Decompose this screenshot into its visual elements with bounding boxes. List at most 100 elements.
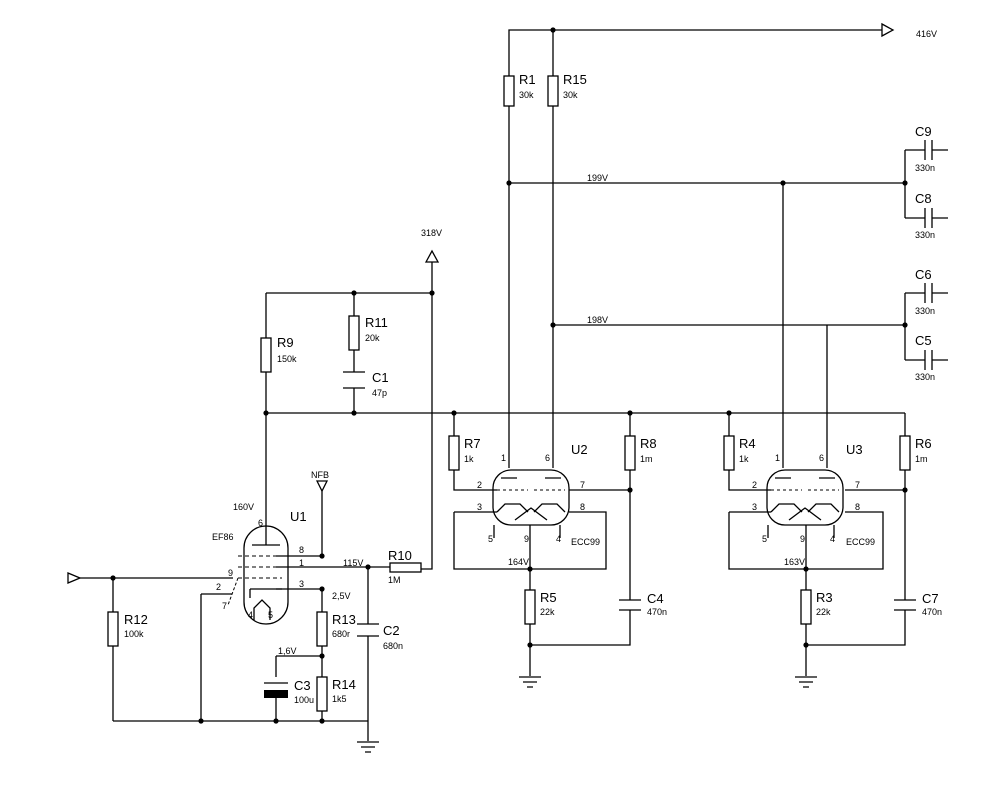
r4-ref: R4 (739, 436, 756, 451)
r8-ref: R8 (640, 436, 657, 451)
u1-pin: 6 (258, 518, 263, 528)
capacitor-c3 (264, 682, 288, 698)
r5-ref: R5 (540, 590, 557, 605)
r15-ref: R15 (563, 72, 587, 87)
u3-pin: 5 (762, 534, 767, 544)
u2-pin: 4 (556, 534, 561, 544)
resistor-r14 (316, 676, 328, 712)
c4-ref: C4 (647, 591, 664, 606)
resistor-r5 (524, 589, 536, 625)
net-label-416v: 416V (916, 29, 937, 39)
r13-value: 680r (332, 629, 350, 639)
capacitor-c8 (918, 208, 933, 228)
r9-ref: R9 (277, 335, 294, 350)
net-label-318v: 318V (421, 228, 442, 238)
c5-ref: C5 (915, 333, 932, 348)
u1-pin: 8 (299, 545, 304, 555)
u2-pin: 3 (477, 502, 482, 512)
u2-pin: 7 (580, 480, 585, 490)
resistor-r9 (260, 337, 272, 373)
capacitor-c1 (343, 371, 365, 389)
r1-value: 30k (519, 90, 534, 100)
r1-ref: R1 (519, 72, 536, 87)
u3-pin: 7 (855, 480, 860, 490)
u2-pin: 1 (501, 453, 506, 463)
r12-value: 100k (124, 629, 144, 639)
c2-ref: C2 (383, 623, 400, 638)
resistor-r7 (448, 435, 460, 471)
u2-pin: 2 (477, 480, 482, 490)
u1-pin: 9 (228, 568, 233, 578)
u1-pin: 1 (299, 558, 304, 568)
r10-ref: R10 (388, 548, 412, 563)
u2-pin: 8 (580, 502, 585, 512)
capacitor-c7 (894, 599, 916, 611)
nfb-arrow-icon (315, 480, 329, 493)
c3-value: 100u (294, 695, 314, 705)
u1-type: EF86 (212, 532, 234, 542)
supply-318v-arrow-icon (424, 249, 440, 263)
u2-ref: U2 (571, 442, 588, 457)
c5-value: 330n (915, 372, 935, 382)
net-label-199v: 199V (587, 173, 608, 183)
resistor-r3 (800, 589, 812, 625)
supply-416v-arrow-icon (881, 22, 895, 38)
u2-type: ECC99 (571, 537, 600, 547)
resistor-r12 (107, 611, 119, 647)
net-label-1-6v: 1,6V (278, 646, 297, 656)
tube-u1-pentode (227, 525, 289, 625)
u3-type: ECC99 (846, 537, 875, 547)
ground-icon (795, 676, 817, 688)
c4-value: 470n (647, 607, 667, 617)
r14-value: 1k5 (332, 694, 347, 704)
resistor-r11 (348, 315, 360, 351)
u2-pin: 9 (524, 534, 529, 544)
u3-ref: U3 (846, 442, 863, 457)
net-label-163v: 163V (784, 557, 805, 567)
wires (80, 29, 948, 741)
r3-value: 22k (816, 607, 831, 617)
c6-value: 330n (915, 306, 935, 316)
u1-pin: 3 (299, 579, 304, 589)
r14-ref: R14 (332, 677, 356, 692)
net-label-198v: 198V (587, 315, 608, 325)
c9-ref: C9 (915, 124, 932, 139)
u1-pin: 2 (216, 582, 221, 592)
c6-ref: C6 (915, 267, 932, 282)
capacitor-c5 (918, 350, 933, 370)
c9-value: 330n (915, 163, 935, 173)
u1-pin: 4 (248, 610, 253, 620)
u3-pin: 1 (775, 453, 780, 463)
net-label-164v: 164V (508, 557, 529, 567)
net-label-160v: 160V (233, 502, 254, 512)
r9-value: 150k (277, 354, 297, 364)
capacitor-c4 (619, 599, 641, 611)
u3-pin: 4 (830, 534, 835, 544)
u3-pin: 8 (855, 502, 860, 512)
r4-value: 1k (739, 454, 749, 464)
resistor-r8 (624, 435, 636, 471)
ground-icon (357, 741, 379, 753)
tube-u2-double-triode (492, 469, 570, 526)
net-label-nfb: NFB (311, 470, 329, 480)
input-arrow-icon (67, 572, 82, 584)
r12-ref: R12 (124, 612, 148, 627)
c8-value: 330n (915, 230, 935, 240)
capacitor-c9 (918, 140, 933, 160)
net-label-115v: 115V (343, 558, 363, 568)
r15-value: 30k (563, 90, 578, 100)
r6-value: 1m (915, 454, 928, 464)
u1-pin: 7 (222, 601, 227, 611)
r10-value: 1M (388, 575, 401, 585)
r8-value: 1m (640, 454, 653, 464)
u1-pin: 5 (268, 610, 273, 620)
ground-icon (519, 676, 541, 688)
resistor-r4 (723, 435, 735, 471)
tube-u3-double-triode (766, 469, 844, 526)
c3-ref: C3 (294, 678, 311, 693)
u2-pin: 5 (488, 534, 493, 544)
u3-pin: 6 (819, 453, 824, 463)
u3-pin-leads (767, 525, 835, 569)
c8-ref: C8 (915, 191, 932, 206)
